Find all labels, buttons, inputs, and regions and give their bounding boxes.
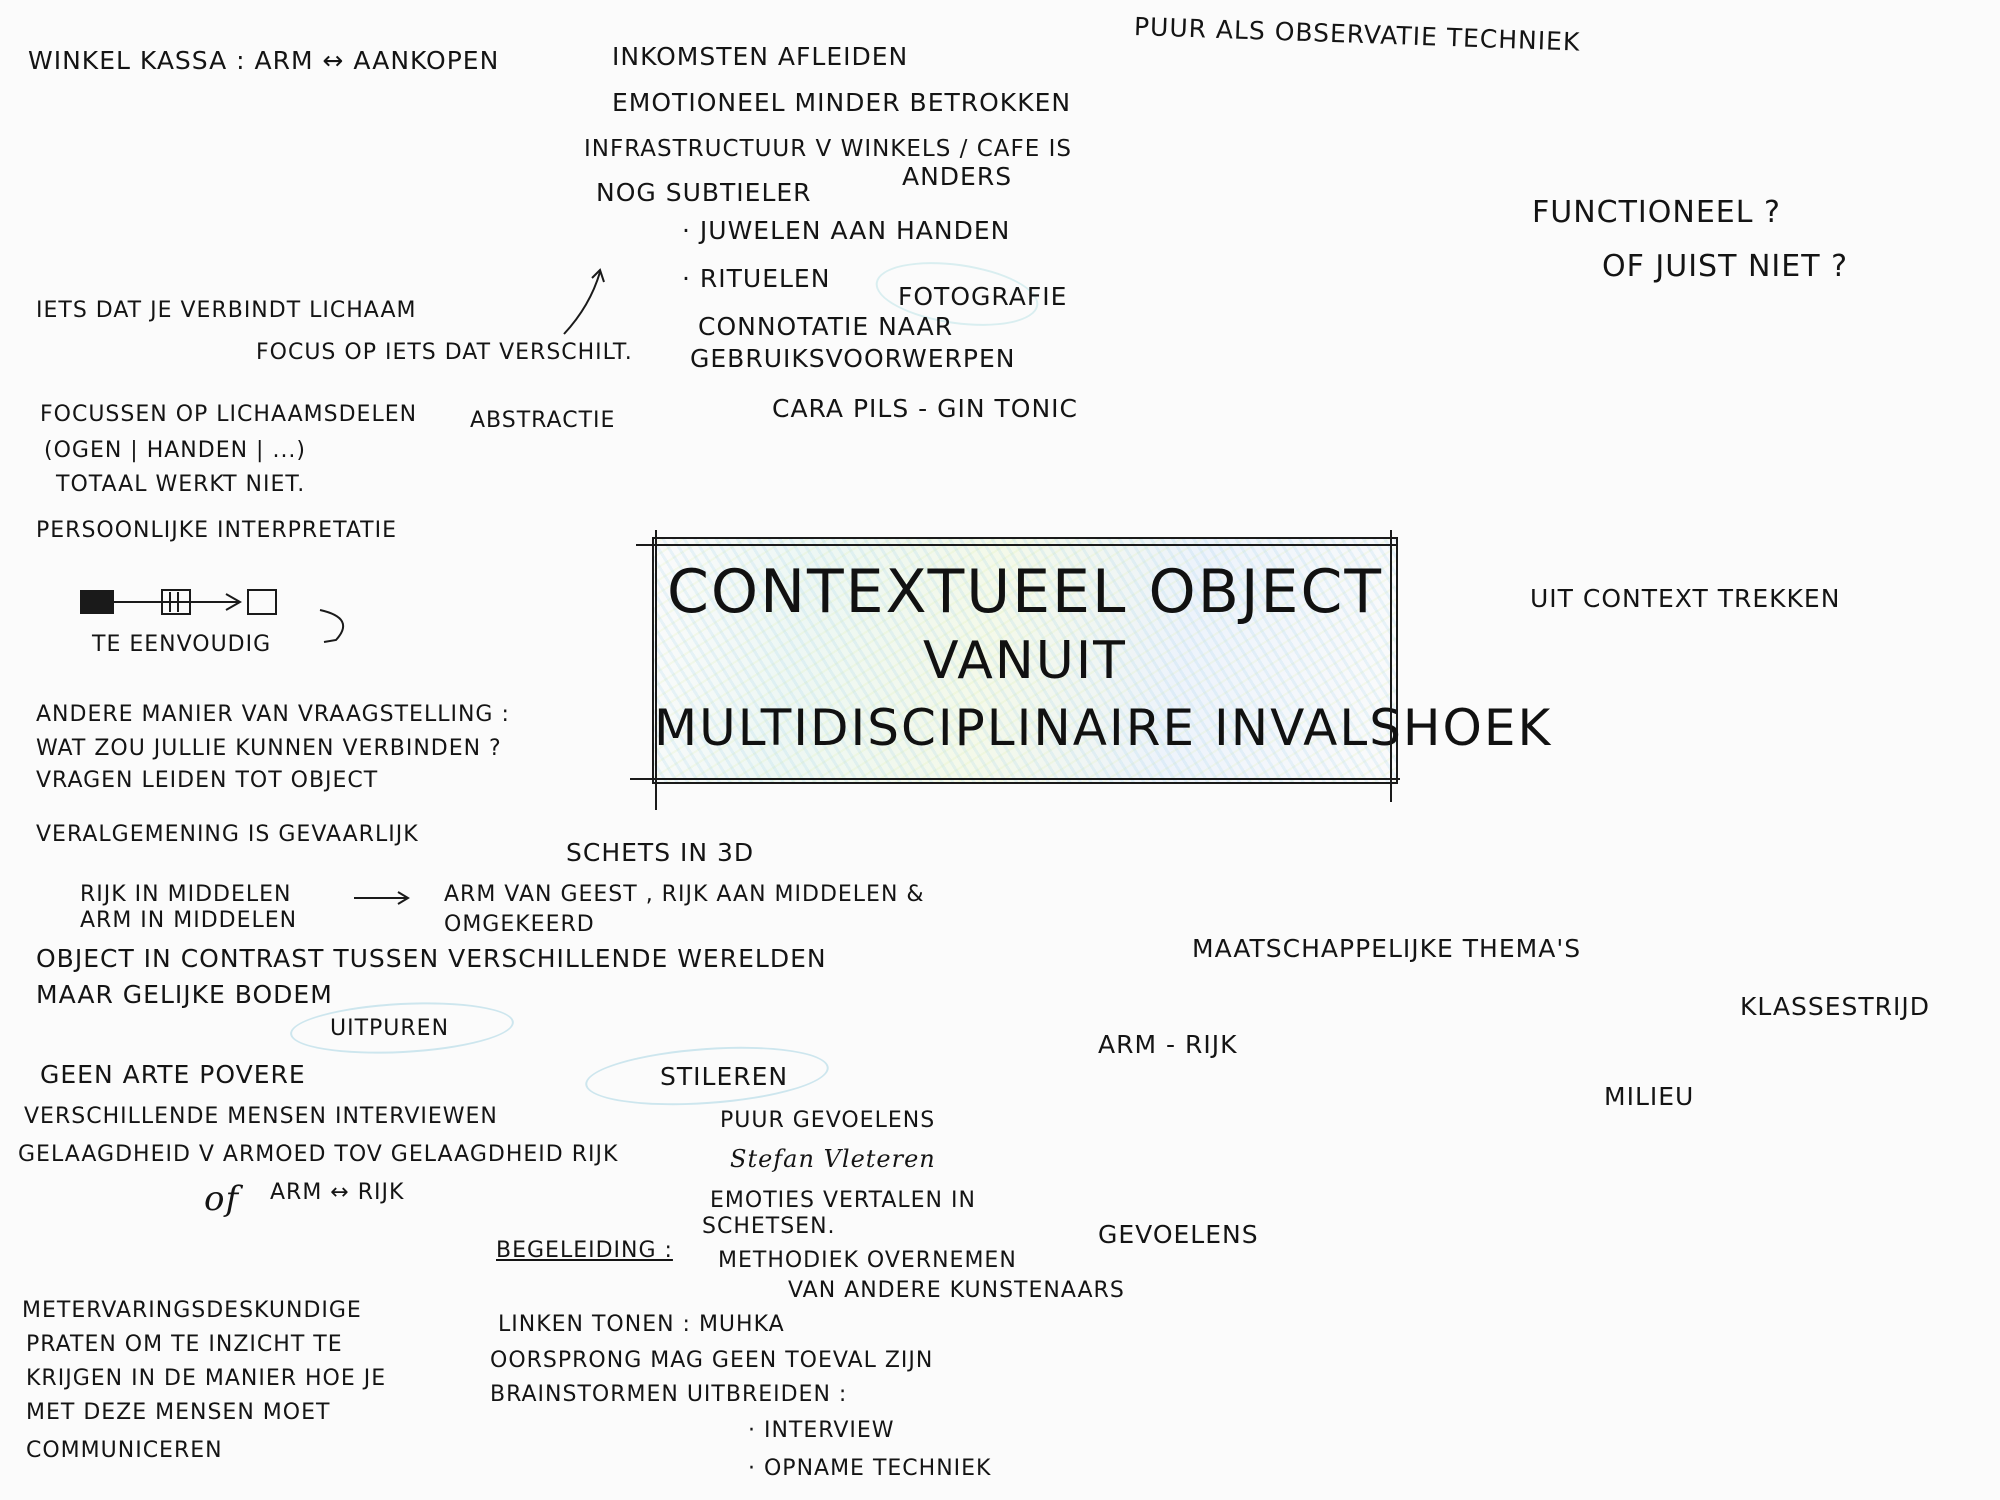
frame-line-right xyxy=(1390,530,1392,802)
note-schetsen: SCHETSEN. xyxy=(702,1214,836,1239)
note-abstractie: ABSTRACTIE xyxy=(470,408,616,433)
note-arm-rijk: ARM - RIJK xyxy=(1098,1030,1238,1059)
note-inkomsten: INKOMSTEN AFLEIDEN xyxy=(612,42,909,71)
empty-square-icon xyxy=(247,589,277,615)
note-fotografie: FOTOGRAFIE xyxy=(898,282,1068,311)
curved-arrow-icon xyxy=(563,268,605,335)
note-object-contrast: OBJECT IN CONTRAST TUSSEN VERSCHILLENDE … xyxy=(36,944,827,973)
note-puur-observatie: PUUR ALS OBSERVATIE TECHNIEK xyxy=(1133,12,1581,57)
note-arm-van-geest: ARM VAN GEEST , RIJK AAN MIDDELEN & xyxy=(444,882,925,907)
right-arrow-icon xyxy=(354,891,410,905)
note-uit-context: UIT CONTEXT TREKKEN xyxy=(1530,584,1841,613)
title-line-3: MULTIDISCIPLINAIRE INVALSHOEK xyxy=(654,699,1553,757)
note-juwelen: · JUWELEN AAN HANDEN xyxy=(682,216,1011,245)
note-gebruiksvoorwerpen: GEBRUIKSVOORWERPEN xyxy=(690,344,1016,373)
note-persoonlijke: PERSOONLIJKE INTERPRETATIE xyxy=(36,518,397,543)
note-rijk-in-middelen: RIJK IN MIDDELEN xyxy=(80,882,292,907)
note-anders: ANDERS xyxy=(902,162,1013,191)
note-linken: LINKEN TONEN : MUHKA xyxy=(498,1312,785,1337)
note-milieu: MILIEU xyxy=(1604,1082,1695,1111)
note-puur-gevoelens: PUUR GEVOELENS xyxy=(720,1108,936,1133)
note-opname: · OPNAME TECHNIEK xyxy=(748,1456,992,1481)
frame-line-left xyxy=(655,530,657,810)
note-arm-rijk-2: ARM ↔ RIJK xyxy=(270,1180,405,1205)
note-ervaringsdeskundige: METERVARINGSDESKUNDIGE xyxy=(22,1298,362,1323)
note-focus: FOCUS OP IETS DAT VERSCHILT. xyxy=(256,340,633,365)
note-stefan: Stefan Vleteren xyxy=(730,1145,936,1173)
note-omgekeerd: OMGEKEERD xyxy=(444,912,595,937)
note-krijgen: KRIJGEN IN DE MANIER HOE JE xyxy=(26,1366,387,1391)
note-focussen: FOCUSSEN OP LICHAAMSDELEN xyxy=(40,402,418,427)
note-klassestrijd: KLASSESTRIJD xyxy=(1740,992,1931,1021)
note-connotatie: CONNOTATIE NAAR xyxy=(698,312,954,341)
note-communiceren: COMMUNICEREN xyxy=(26,1438,223,1463)
note-emotioneel: EMOTIONEEL MINDER BETROKKEN xyxy=(612,88,1072,117)
note-interview: · INTERVIEW xyxy=(748,1418,895,1443)
note-verschillende-mensen: VERSCHILLENDE MENSEN INTERVIEWEN xyxy=(24,1104,498,1129)
note-brainstormen: BRAINSTORMEN UITBREIDEN : xyxy=(490,1382,848,1407)
note-emoties: EMOTIES VERTALEN IN xyxy=(710,1188,976,1213)
note-begeleiding: BEGELEIDING : xyxy=(496,1238,673,1263)
note-wat-zou: WAT ZOU JULLIE KUNNEN VERBINDEN ? xyxy=(36,736,502,761)
note-gevoelens: GEVOELENS xyxy=(1098,1220,1259,1249)
note-rituelen: · RITUELEN xyxy=(682,264,831,293)
note-methodiek: METHODIEK OVERNEMEN xyxy=(718,1248,1017,1273)
frame-line-bottom xyxy=(630,778,1400,780)
note-cara-pils: CARA PILS - GIN TONIC xyxy=(772,394,1078,423)
note-subtieler: NOG SUBTIELER xyxy=(596,178,812,207)
note-maatschappelijke: MAATSCHAPPELIJKE THEMA'S xyxy=(1192,934,1582,963)
note-met-deze: MET DEZE MENSEN MOET xyxy=(26,1400,331,1425)
note-praten: PRATEN OM TE INZICHT TE xyxy=(26,1332,343,1357)
note-iets-dat: IETS DAT JE VERBINDT LICHAAM xyxy=(36,298,417,323)
flow-diagram xyxy=(80,589,277,615)
note-van-andere: VAN ANDERE KUNSTENAARS xyxy=(788,1278,1125,1303)
note-te-eenvoudig: TE EENVOUDIG xyxy=(92,632,272,657)
hatched-square-icon xyxy=(161,589,191,615)
title-line-2: VANUIT xyxy=(923,631,1127,691)
title-box: CONTEXTUEEL OBJECT VANUIT MULTIDISCIPLIN… xyxy=(652,537,1553,784)
note-arm-in-middelen: ARM IN MIDDELEN xyxy=(80,908,298,933)
frame-line-top xyxy=(636,544,1398,546)
filled-square-icon xyxy=(80,590,114,614)
note-uitpuren: UITPUREN xyxy=(330,1016,450,1041)
note-gelaagdheid: GELAAGDHEID V ARMOED TOV GELAAGDHEID RIJ… xyxy=(18,1142,619,1167)
note-veralgemening: VERALGEMENING IS GEVAARLIJK xyxy=(36,822,419,847)
note-geen-arte: GEEN ARTE POVERE xyxy=(40,1060,306,1089)
note-infrastructuur: INFRASTRUCTUUR V WINKELS / CAFE IS xyxy=(584,136,1072,162)
note-maar-gelijke: MAAR GELIJKE BODEM xyxy=(36,980,333,1009)
title-line-1: CONTEXTUEEL OBJECT xyxy=(666,557,1384,627)
note-functioneel: FUNCTIONEEL ? xyxy=(1532,195,1781,230)
note-totaal: TOTAAL WERKT NIET. xyxy=(56,472,306,497)
note-of: of xyxy=(204,1179,240,1219)
note-winkel-kassa: WINKEL KASSA : ARM ↔ AANKOPEN xyxy=(28,46,500,75)
note-vragen-leiden: VRAGEN LEIDEN TOT OBJECT xyxy=(36,768,379,793)
note-schets-3d: SCHETS IN 3D xyxy=(566,838,755,867)
note-ogen-handen: (OGEN | HANDEN | ...) xyxy=(44,438,307,463)
note-oorsprong: OORSPRONG MAG GEEN TOEVAL ZIJN xyxy=(490,1348,934,1373)
note-of-juist-niet: OF JUIST NIET ? xyxy=(1602,249,1848,284)
note-andere-manier: ANDERE MANIER VAN VRAAGSTELLING : xyxy=(36,702,510,727)
bracket-arrow-icon xyxy=(319,609,345,643)
note-stileren: STILEREN xyxy=(660,1062,789,1091)
